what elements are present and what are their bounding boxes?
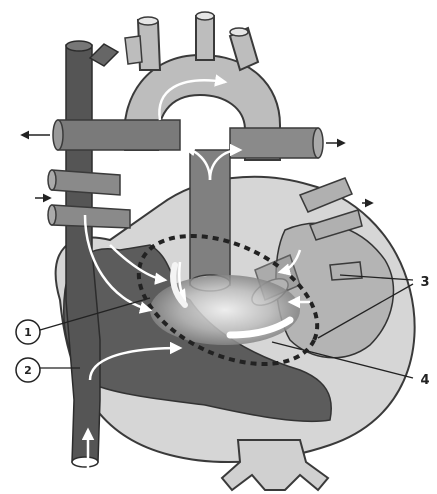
vena-cava-cap [66, 41, 92, 51]
pulmonary-artery-left [230, 128, 318, 158]
label-1: 1 [24, 326, 32, 339]
label-3: 3 [420, 275, 429, 290]
pulmonary-artery-left-cap [313, 128, 323, 158]
pulmonary-artery-right [58, 120, 180, 150]
pulmonary-vein-1-cap [48, 170, 56, 190]
label-4: 4 [420, 373, 429, 388]
pulmonary-artery-right-cap [53, 120, 63, 150]
arch-branch-small [125, 36, 142, 64]
vena-cava-bottom-cap [72, 457, 98, 467]
pulmonary-vein-5 [330, 262, 362, 280]
arch-branch-mid-cap [196, 12, 214, 20]
vena-cava-branch [90, 44, 118, 66]
pulmonary-vein-2 [52, 205, 130, 228]
pulmonary-vein-2-cap [48, 205, 56, 225]
arch-branch-mid [196, 16, 214, 60]
arch-branch-left-cap [138, 17, 158, 25]
arch-branch-right-cap [230, 28, 248, 36]
pulmonary-vein-1 [52, 170, 120, 195]
label-2: 2 [24, 364, 32, 377]
